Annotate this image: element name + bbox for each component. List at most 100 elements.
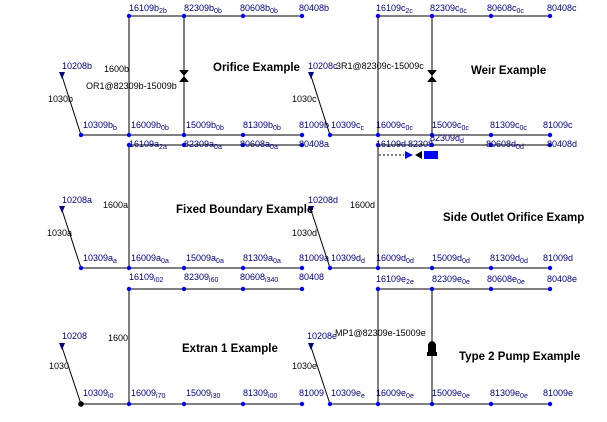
node-dot[interactable] — [240, 265, 246, 271]
node-dot[interactable] — [488, 142, 494, 148]
node-dot[interactable] — [375, 265, 381, 271]
link-label-1030a: 1030a — [47, 228, 72, 238]
node-label-10208: 10208 — [62, 331, 87, 341]
node-dot[interactable] — [299, 286, 305, 292]
node-dot[interactable] — [547, 142, 553, 148]
link-1030b[interactable] — [61, 75, 82, 136]
node-label-16109c: 16109c2c — [376, 3, 413, 15]
node-label-15009e: 15009e0e — [432, 388, 470, 400]
pump-icon[interactable] — [427, 341, 437, 356]
node-dot[interactable] — [126, 265, 132, 271]
node-dot[interactable] — [181, 286, 187, 292]
node-dot[interactable] — [375, 132, 381, 138]
node-dot[interactable] — [78, 265, 84, 271]
node-dot[interactable] — [375, 13, 381, 19]
node-dot[interactable] — [299, 142, 305, 148]
node-dot[interactable] — [375, 401, 381, 407]
link-labels: 1600b OR1@82309b-15009b 1030b 3R1@82309c… — [47, 61, 426, 371]
node-label-81309d: 81309d0d — [490, 253, 528, 265]
node-dot[interactable] — [547, 132, 553, 138]
node-dot[interactable] — [299, 132, 305, 138]
node-label-16109: 16109i02 — [129, 272, 163, 284]
node-dot[interactable] — [240, 132, 246, 138]
node-label-10309a: 10309aa — [83, 253, 117, 265]
node-dot[interactable] — [488, 132, 494, 138]
node-dot[interactable] — [429, 132, 435, 138]
outfall-10208b-icon[interactable] — [59, 72, 65, 79]
node-dot[interactable] — [488, 13, 494, 19]
node-dot[interactable] — [126, 401, 132, 407]
node-label-82309c: 82309c0c — [430, 3, 467, 15]
node-dot[interactable] — [181, 142, 187, 148]
node-dot[interactable] — [547, 401, 553, 407]
outfall-10208c-icon[interactable] — [308, 72, 314, 79]
node-dot[interactable] — [299, 401, 305, 407]
node-dot[interactable] — [429, 142, 435, 148]
node-label-80408e: 80408e — [547, 274, 577, 284]
link-1030e[interactable] — [310, 346, 331, 405]
link-1030[interactable] — [61, 346, 82, 405]
node-dot[interactable] — [181, 132, 187, 138]
title-extran-1-example: Extran 1 Example — [182, 343, 278, 355]
orifice-gate-icon[interactable] — [179, 70, 189, 82]
node-dot[interactable] — [429, 265, 435, 271]
node-dot[interactable] — [327, 265, 333, 271]
node-dot[interactable] — [488, 401, 494, 407]
node-dot[interactable] — [547, 265, 553, 271]
node-label-81009b: 81009b — [299, 120, 329, 130]
node-dot[interactable] — [488, 286, 494, 292]
outfall-10208-icon[interactable] — [59, 343, 65, 350]
link-label-1600b: 1600b — [104, 64, 129, 74]
node-dot[interactable] — [126, 13, 132, 19]
node-dot[interactable] — [327, 401, 333, 407]
node-label-80608b: 80608b0b — [240, 3, 278, 15]
title-fixed-boundary-example: Fixed Boundary Example — [176, 204, 313, 216]
node-dot[interactable] — [299, 265, 305, 271]
node-label-15009a: 15009a0a — [186, 253, 224, 265]
weir-gate-icon[interactable] — [427, 70, 437, 82]
node-dot[interactable] — [181, 265, 187, 271]
node-dot[interactable] — [240, 13, 246, 19]
link-1030d[interactable] — [310, 209, 331, 269]
node-label-81009e: 81009e — [543, 388, 573, 398]
node-label-81009: 81009 — [299, 388, 324, 398]
node-label-82309d: 82309dd — [430, 133, 464, 145]
node-label-80408a: 80408a — [299, 139, 329, 149]
node-label-81009d: 81009d — [543, 253, 573, 263]
node-dot[interactable] — [181, 401, 187, 407]
node-dot[interactable] — [126, 132, 132, 138]
node-dot[interactable] — [429, 13, 435, 19]
link-1030a[interactable] — [61, 209, 82, 269]
node-dot[interactable] — [429, 286, 435, 292]
node-label-80608e: 80608e0e — [487, 274, 525, 286]
node-dot[interactable] — [299, 13, 305, 19]
link-label-1600d: 1600d — [350, 200, 375, 210]
node-dot[interactable] — [488, 265, 494, 271]
node-label-16109e: 16109e2e — [376, 274, 414, 286]
node-dot[interactable] — [240, 142, 246, 148]
node-dot[interactable] — [240, 286, 246, 292]
outfall-10208a-icon[interactable] — [59, 206, 65, 213]
node-label-80608: 80608i340 — [240, 272, 278, 284]
node-dot[interactable] — [375, 286, 381, 292]
node-dot[interactable] — [375, 142, 381, 148]
node-dot[interactable] — [429, 401, 435, 407]
node-label-10208c: 10208c — [308, 61, 338, 71]
outfall-10208d-icon[interactable] — [308, 206, 314, 213]
side-outlet-orifice-selected-icon[interactable] — [379, 151, 438, 159]
node-dot[interactable] — [78, 132, 84, 138]
node-dot[interactable] — [547, 13, 553, 19]
node-label-16009e: 16009e0e — [376, 388, 414, 400]
node-dot[interactable] — [240, 401, 246, 407]
node-dot[interactable] — [327, 132, 333, 138]
node-dot[interactable] — [181, 13, 187, 19]
node-dot[interactable] — [78, 401, 84, 407]
link-1030c[interactable] — [310, 75, 331, 136]
node-dot[interactable] — [126, 286, 132, 292]
node-dot[interactable] — [547, 286, 553, 292]
outfall-10208e-icon[interactable] — [308, 343, 314, 350]
node-label-81309b: 81309b0b — [243, 120, 281, 132]
link-label-1030: 1030 — [49, 361, 69, 371]
node-dot[interactable] — [126, 142, 132, 148]
